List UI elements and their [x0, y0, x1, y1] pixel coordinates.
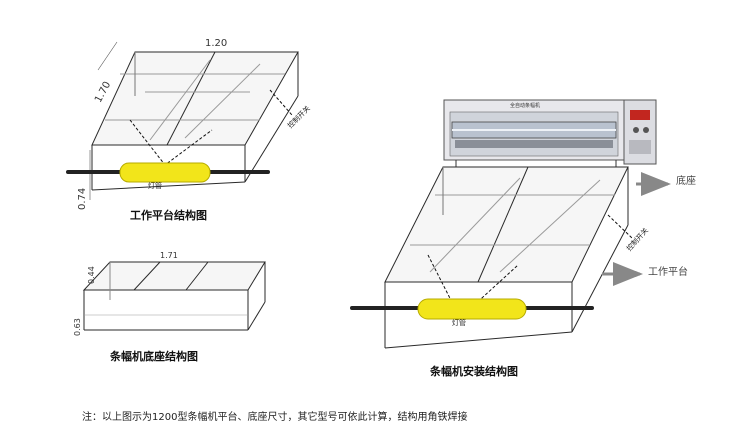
platform-width-dim: 1.20 [205, 38, 228, 49]
base-pointer-label: 底座 [676, 176, 696, 187]
platform-pointer-label: 工作平台 [648, 267, 688, 278]
machine-title: 全自动条幅机 [510, 103, 541, 109]
base-diagram [82, 261, 266, 331]
base-depth-dim: 0.44 [87, 266, 96, 284]
base-width-dim: 1.71 [160, 251, 178, 260]
install-diagram [350, 99, 671, 349]
base-height-dim: 0.63 [73, 318, 82, 336]
base-top-surface [82, 261, 266, 291]
platform-caption: 工作平台结构图 [130, 209, 207, 222]
install-lamp-label: 灯管 [452, 319, 466, 327]
install-lamp [417, 298, 527, 320]
install-caption: 条幅机安装结构图 [430, 365, 518, 378]
platform-height-dim: 0.74 [77, 187, 88, 210]
platform-lamp-label: 灯管 [148, 182, 162, 190]
install-platform-top [384, 166, 629, 283]
platform-lamp [119, 162, 211, 183]
footnote: 注：以上图示为1200型条幅机平台、底座尺寸，其它型号可依此计算，结构用角铁焊接 [82, 412, 468, 423]
base-caption: 条幅机底座结构图 [110, 350, 198, 363]
work-platform-diagram [66, 41, 299, 200]
machine-control-panel [623, 99, 657, 165]
platform-top-surface [91, 51, 299, 146]
